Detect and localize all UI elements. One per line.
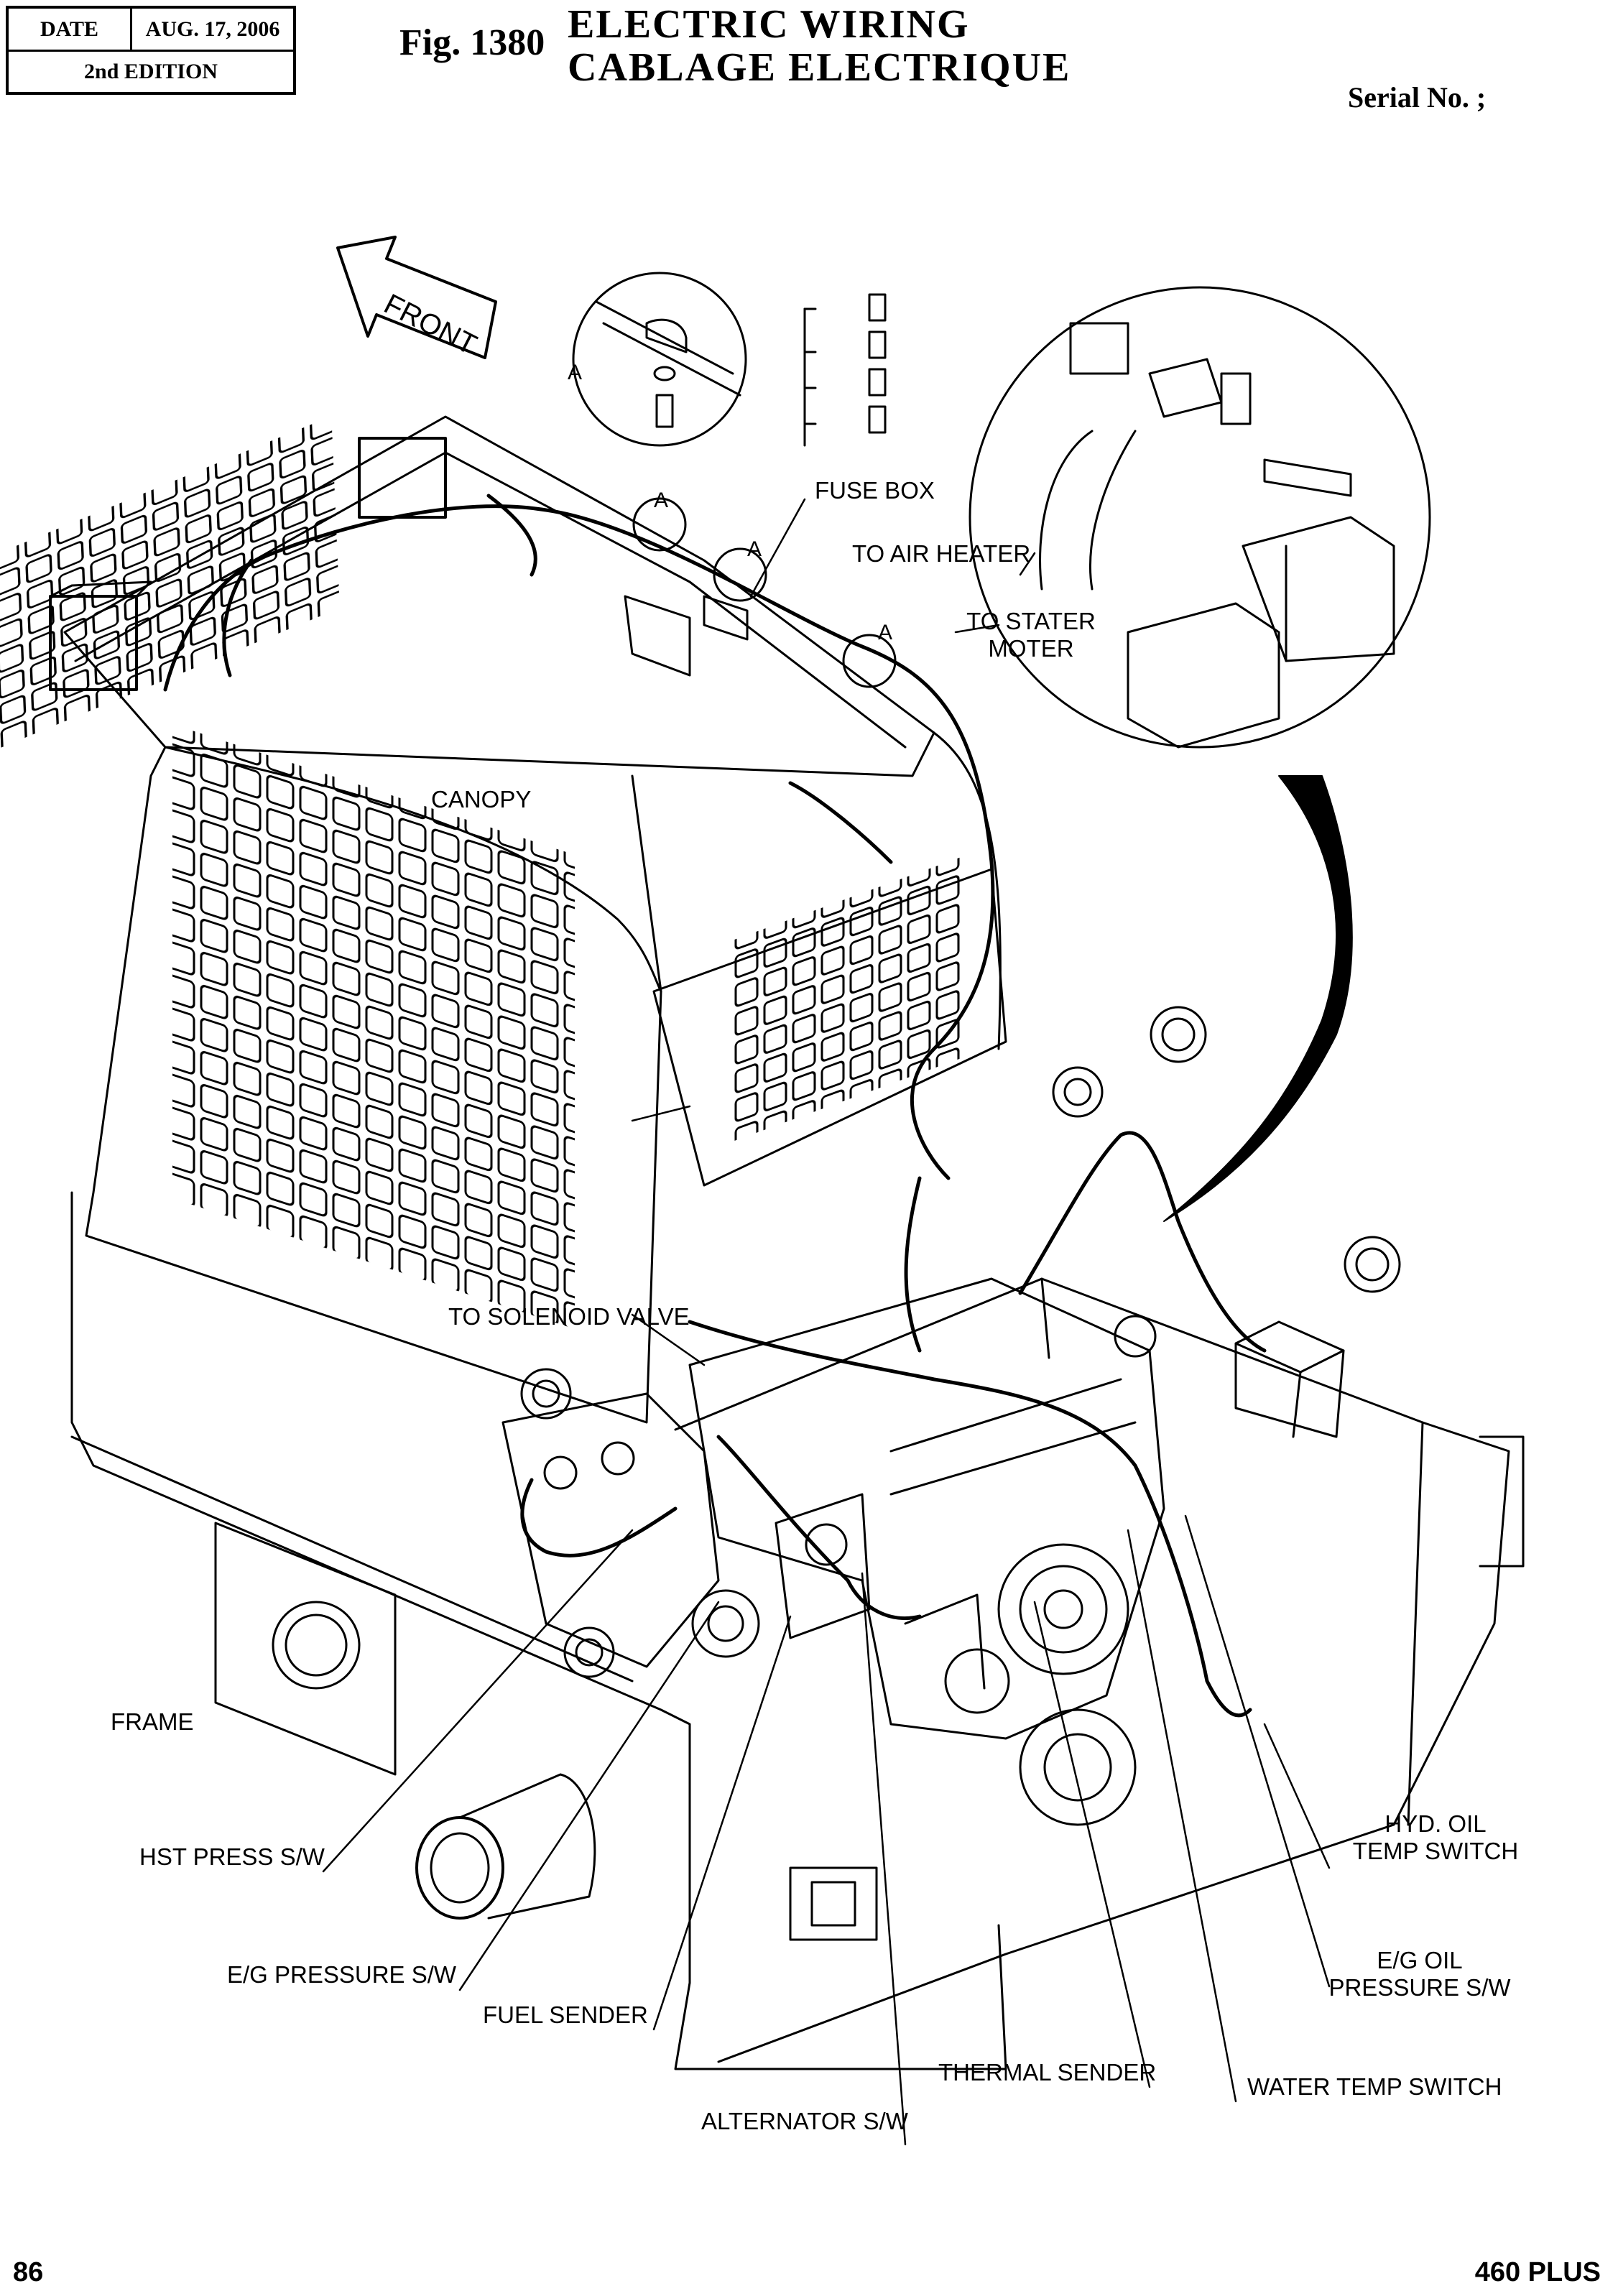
frame-label: FRAME — [111, 1708, 194, 1735]
hyd-oil-temp-switch-label: HYD. OIL TEMP SWITCH — [1342, 1810, 1529, 1865]
eg-oil-pressure-line-2: PRESSURE S/W — [1328, 1973, 1511, 2001]
relay-detail-circle — [969, 286, 1431, 749]
date-value: AUG. 17, 2006 — [145, 17, 280, 41]
canopy-label: CANOPY — [431, 786, 532, 813]
detail-a-circle — [572, 272, 747, 447]
to-stater-moter-line-2: MOTER — [988, 634, 1074, 662]
frame-body — [70, 1191, 1525, 2070]
muffler — [415, 1773, 596, 1920]
right-junction-box — [1234, 1320, 1345, 1438]
thermal-sender-label: THERMAL SENDER — [938, 2059, 1157, 2086]
leader-lines — [322, 498, 1331, 2146]
to-solenoid-valve-label: TO SOLENOID VALVE — [448, 1303, 690, 1330]
eg-pressure-sw-label: E/G PRESSURE S/W — [227, 1961, 457, 1988]
engine-harness — [520, 1131, 1267, 1718]
hst-press-sw-label: HST PRESS S/W — [139, 1843, 325, 1870]
hyd-oil-temp-line-2: TEMP SWITCH — [1352, 1837, 1519, 1864]
detail-leader-band — [1163, 775, 1353, 1222]
fuel-sender-label: FUEL SENDER — [483, 2001, 648, 2028]
callout-a-letter-3: A — [878, 621, 893, 644]
hyd-oil-temp-line-1: HYD. OIL — [1384, 1810, 1487, 1837]
page-number: 86 — [13, 2257, 44, 2287]
water-temp-switch-label: WATER TEMP SWITCH — [1247, 2073, 1502, 2100]
alternator-sw-label: ALTERNATOR S/W — [701, 2108, 908, 2134]
callout-a-letter-1: A — [654, 489, 669, 512]
to-stater-moter-line-1: TO STATER — [966, 608, 1096, 634]
fuse-box-label: FUSE BOX — [815, 477, 935, 504]
canopy-harness — [163, 494, 995, 1180]
date-label: DATE — [9, 9, 132, 50]
title-english: ELECTRIC WIRING — [568, 2, 970, 47]
canopy-callout-marks — [624, 497, 897, 688]
eg-oil-pressure-sw-label: E/G OIL PRESSURE S/W — [1326, 1947, 1513, 2001]
figure-number: Fig. 1380 — [399, 22, 545, 63]
date-row: DATE AUG. 17, 2006 — [9, 9, 293, 52]
model-name: 460 PLUS — [1474, 2257, 1601, 2287]
detail-a-letter: A — [568, 361, 583, 384]
front-arrow — [336, 236, 497, 359]
fuse-strip — [803, 293, 887, 447]
engine — [501, 1277, 1165, 1826]
eg-oil-pressure-line-1: E/G OIL — [1377, 1947, 1463, 1973]
edition-label: 2nd EDITION — [84, 60, 218, 83]
pivot-bosses — [520, 1006, 1401, 1678]
serial-number: Serial No. ; — [1348, 81, 1487, 114]
callout-a-letter-2: A — [747, 537, 762, 561]
canopy-side — [85, 723, 1007, 1424]
canopy-roof — [0, 415, 935, 791]
header-info-box: DATE AUG. 17, 2006 2nd EDITION — [6, 6, 296, 95]
title-french: CABLAGE ELECTRIQUE — [568, 45, 1071, 90]
to-stater-moter-label: TO STATER MOTER — [956, 608, 1106, 662]
to-air-heater-label: TO AIR HEATER — [852, 540, 1031, 567]
